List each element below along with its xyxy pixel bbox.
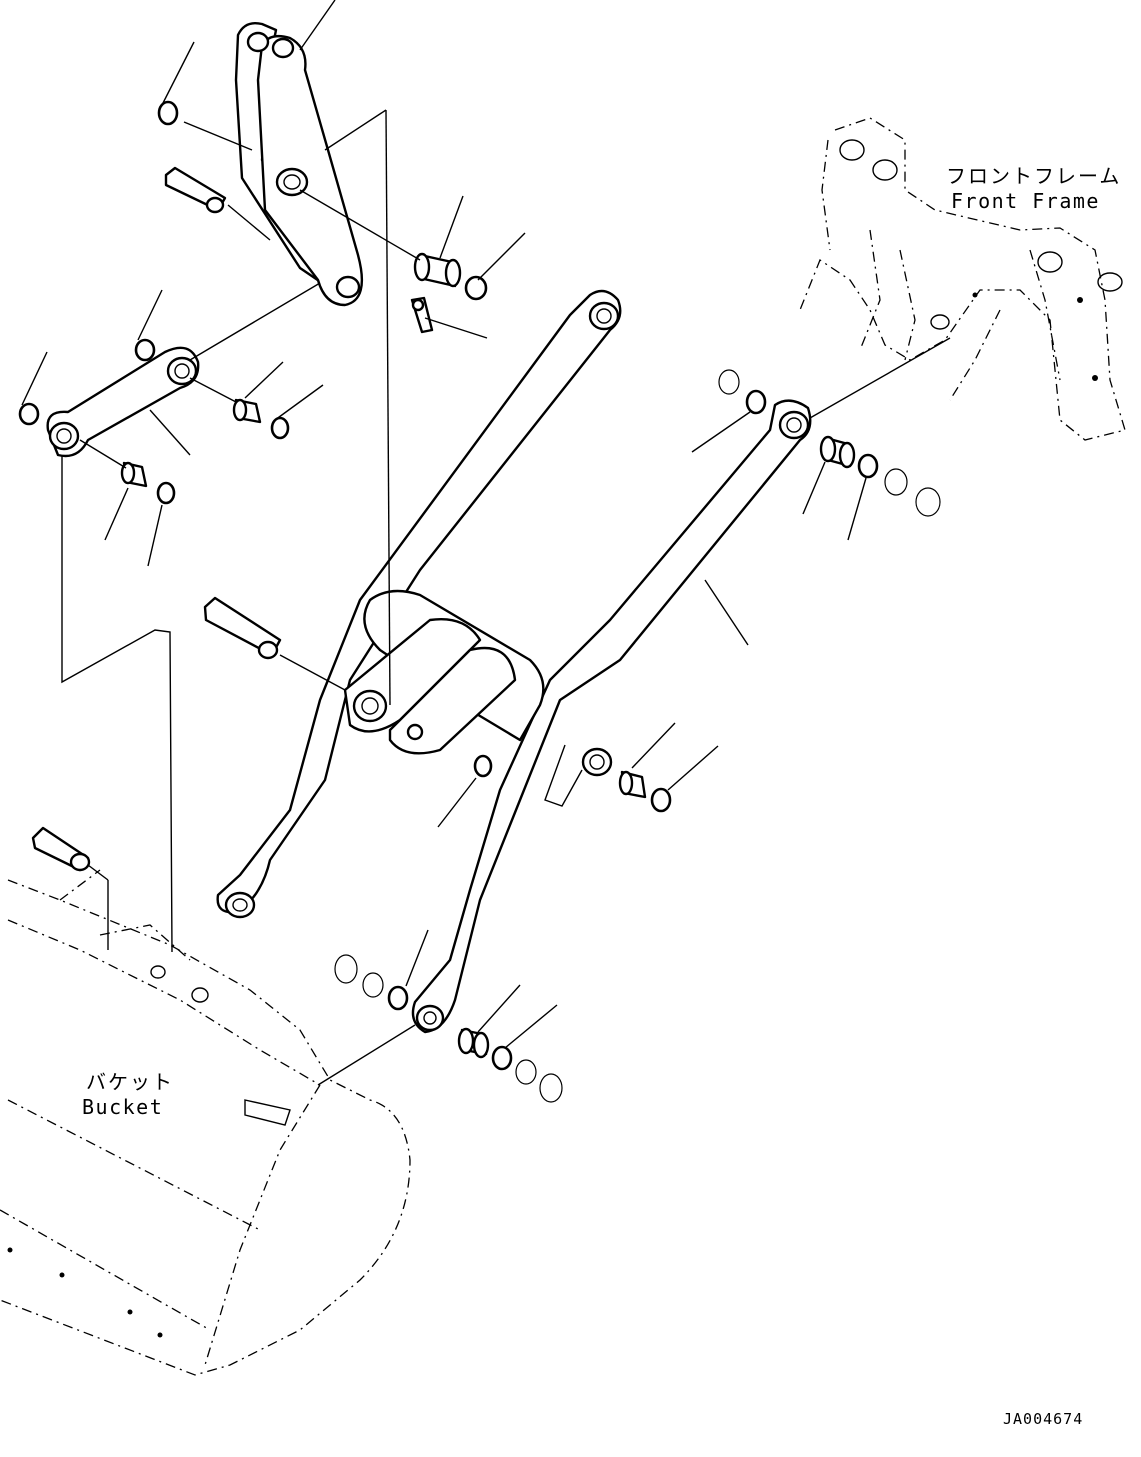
arm-bushing <box>618 770 647 799</box>
seal-ring <box>464 275 488 301</box>
shim <box>718 369 740 395</box>
bell-crank <box>234 21 364 307</box>
seal-ring <box>157 100 179 126</box>
link <box>46 346 200 458</box>
lift-arm-left <box>216 289 622 919</box>
seal-ring <box>857 453 879 479</box>
seal-ring <box>134 338 156 362</box>
front-frame-label-jp: フロントフレーム <box>946 164 1121 188</box>
link-bushing <box>120 461 148 488</box>
front-frame <box>799 117 1126 441</box>
grease-fitting <box>410 296 434 334</box>
drawing-code: JA004674 <box>1003 1410 1083 1428</box>
arm-bushing <box>819 435 856 469</box>
shim <box>915 487 941 517</box>
bucket <box>0 869 411 1376</box>
lift-arm-right <box>411 399 812 1034</box>
pin <box>203 596 282 660</box>
seal-ring <box>387 985 409 1011</box>
pin <box>31 826 91 872</box>
seal-ring <box>270 416 290 440</box>
shim <box>539 1073 563 1103</box>
shim <box>334 954 358 984</box>
seal-ring <box>745 389 767 415</box>
seal-ring <box>650 787 672 813</box>
bucket-label-en: Bucket <box>82 1095 163 1119</box>
shim <box>515 1059 537 1085</box>
bucket-label-jp: バケット <box>86 1070 174 1094</box>
seal-ring <box>18 402 40 426</box>
pin <box>164 166 227 214</box>
cross-tube <box>343 589 545 755</box>
bell-crank-bushing <box>413 252 462 288</box>
leader-lines <box>21 0 951 1086</box>
seal-ring <box>491 1045 513 1071</box>
link-bushing <box>232 398 262 424</box>
seal-ring <box>156 481 176 505</box>
shim <box>884 468 908 496</box>
front-frame-label-en: Front Frame <box>951 189 1100 213</box>
arm-bushing <box>457 1027 490 1059</box>
seal-ring <box>473 754 493 778</box>
shim <box>362 972 384 998</box>
